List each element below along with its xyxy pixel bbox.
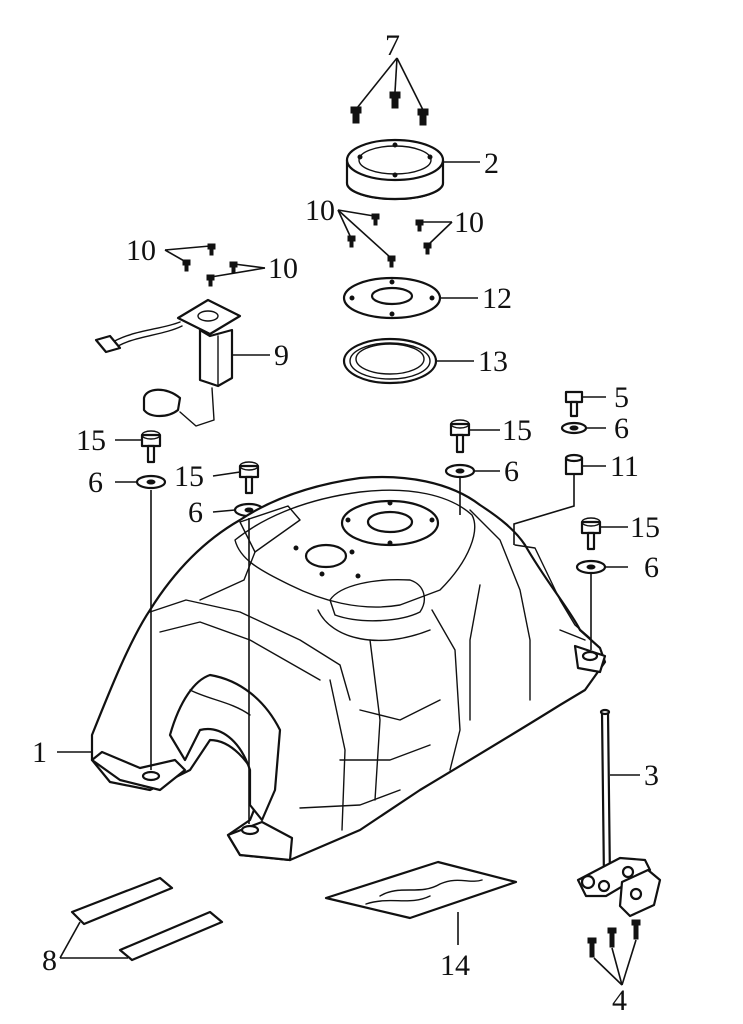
callout-6: 6 [644,551,659,584]
callout-12: 12 [482,282,512,315]
callout-15: 15 [502,414,532,447]
part-4-bracket [576,856,662,958]
part-1-fuel-tank [90,475,607,862]
callout-15: 15 [630,511,660,544]
callout-8: 8 [42,944,57,977]
callout-9: 9 [274,339,289,372]
callout-1: 1 [32,736,47,769]
callout-6: 6 [504,455,519,488]
callout-2: 2 [484,147,499,180]
callout-10: 10 [454,206,484,239]
part-6-washer-left-outer [135,474,167,490]
part-2-fuel-cap [345,138,445,201]
callout-13: 13 [478,345,508,378]
callout-10: 10 [126,234,156,267]
callout-6: 6 [614,412,629,445]
callout-10: 10 [305,194,335,227]
callout-4: 4 [612,984,627,1017]
part-15-bolt-right-upper [449,419,471,454]
callout-14: 14 [440,949,470,982]
part-10-screws [182,213,432,287]
part-3-tube [599,708,612,882]
callout-6: 6 [188,496,203,529]
part-12-mounting-plate [342,276,442,320]
part-8-pads [70,876,224,962]
callout-11: 11 [610,450,639,483]
part-6-washer-bushing [560,421,588,435]
callout-3: 3 [644,759,659,792]
callout-5: 5 [614,381,629,414]
callout-15: 15 [174,460,204,493]
callout-10: 10 [268,252,298,285]
leader-lines [57,57,640,986]
callout-15: 15 [76,424,106,457]
part-15-bolt-right-lower [580,517,602,551]
part-14-label [324,860,518,920]
part-9-fuel-sender [94,298,242,427]
part-15-bolt-left-inner [238,461,260,495]
callout-labels: 7 2 10 10 10 10 12 9 13 5 15 15 6 11 15 … [32,29,660,1017]
part-15-bolt-left-outer [140,430,162,464]
part-6-washer-right-lower [575,559,607,575]
callout-6: 6 [88,466,103,499]
part-6-washer-right-upper [444,463,476,479]
callout-7: 7 [385,29,400,62]
part-11-bushing [564,453,584,476]
part-5-bolt [564,390,584,418]
part-13-gasket [342,337,438,385]
